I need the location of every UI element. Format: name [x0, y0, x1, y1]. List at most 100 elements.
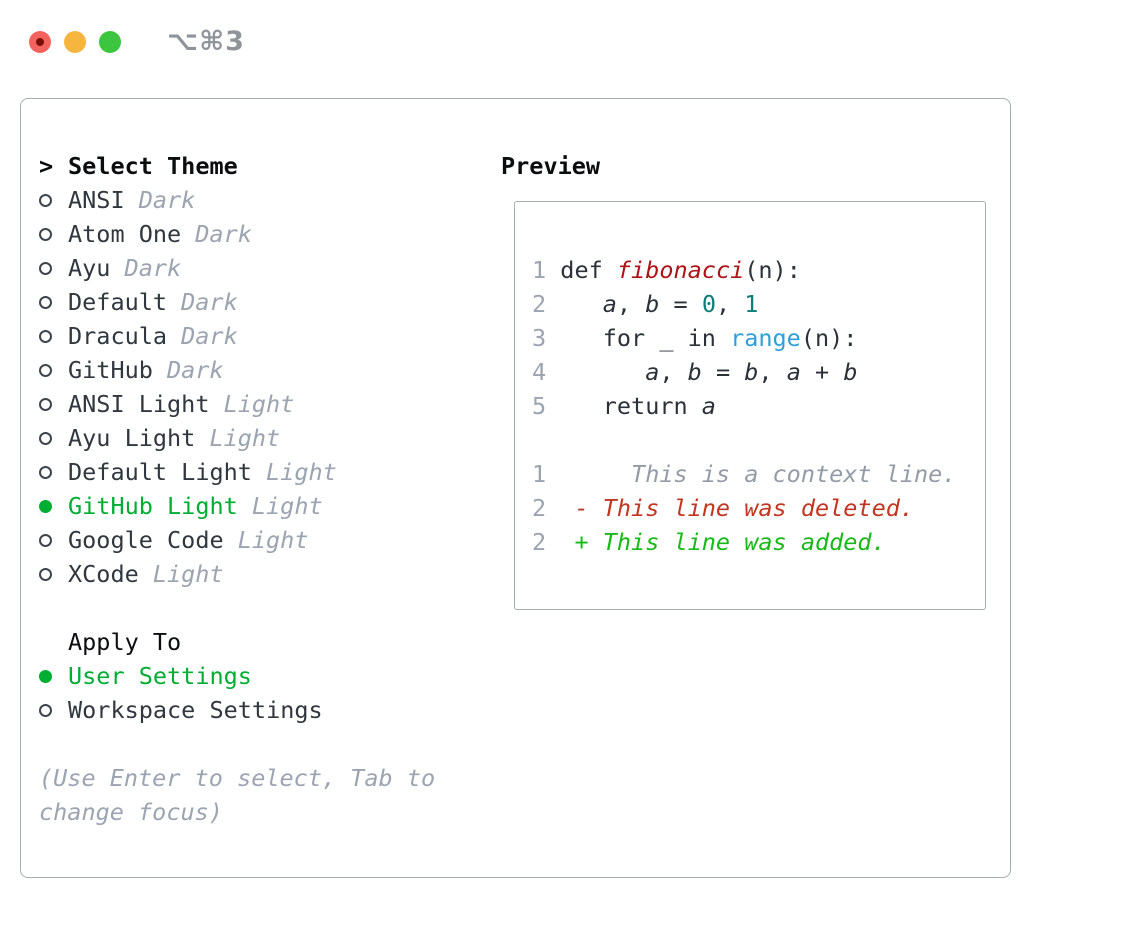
code-token: b [687, 358, 702, 386]
code-token: a [701, 392, 716, 420]
variant-label: Dark [124, 254, 182, 282]
theme-option-default-light-light[interactable]: Default Light Light [39, 455, 469, 489]
line-number: 3 [532, 324, 547, 352]
code-line [532, 423, 985, 457]
variant-label: Dark [166, 356, 224, 384]
code-line: 3 for _ in range(n): [532, 321, 985, 355]
code-token: = [701, 358, 745, 386]
code-token [546, 494, 574, 522]
radio-icon [39, 669, 52, 683]
caret-icon: > [39, 152, 54, 180]
option-label: Google Code [68, 526, 224, 554]
apply-to-header: Apply To [39, 625, 469, 659]
code-line: 2 + This line was added. [532, 525, 985, 559]
radio-icon [39, 465, 52, 479]
theme-option-ansi-dark[interactable]: ANSI Dark [39, 183, 469, 217]
radio-icon [39, 703, 52, 717]
code-token: , [659, 358, 688, 386]
radio-icon [39, 397, 52, 411]
theme-option-dracula-dark[interactable]: Dracula Dark [39, 319, 469, 353]
code-line: 4 a, b = b, a + b [532, 355, 985, 389]
code-line: 1 def fibonacci(n): [532, 253, 985, 287]
radio-icon [39, 499, 52, 513]
code-token: , [616, 290, 646, 318]
code-line: 1 This is a context line. [532, 457, 985, 491]
radio-icon [39, 193, 52, 207]
theme-option-ayu-dark[interactable]: Ayu Dark [39, 251, 469, 285]
variant-label: Light [209, 424, 281, 452]
radio-icon [39, 533, 52, 547]
code-token: def [546, 256, 617, 284]
line-number: 4 [532, 358, 547, 386]
variant-label: Light [266, 458, 337, 486]
code-token: (n): [800, 324, 858, 352]
record-dot-icon [36, 37, 44, 46]
option-label: Ayu [68, 254, 111, 282]
variant-label: Dark [195, 220, 252, 248]
code-token: b [744, 358, 759, 386]
theme-option-ansi-light-light[interactable]: ANSI Light Light [39, 387, 469, 421]
code-token: , [715, 290, 745, 318]
code-token: fibonacci [616, 256, 745, 284]
code-token: a [786, 358, 801, 386]
option-label: ANSI [68, 186, 125, 214]
line-number: 2 [532, 290, 547, 318]
code-token: , [758, 358, 787, 386]
radio-icon [39, 567, 52, 581]
option-label: XCode [68, 560, 139, 588]
select-theme-title: Select Theme [68, 152, 238, 180]
apply-option-user-settings[interactable]: User Settings [39, 659, 469, 693]
titlebar: ⌥⌘3 [29, 26, 245, 57]
code-line: 5 return a [532, 389, 985, 423]
option-label: Workspace Settings [68, 696, 323, 724]
code-token: = [659, 290, 702, 318]
option-label: Atom One [68, 220, 182, 248]
line-number: 5 [532, 392, 547, 420]
help-text: (Use Enter to select, Tab to change focu… [39, 764, 436, 826]
option-label: ANSI Light [68, 390, 210, 418]
code-token: a [645, 358, 660, 386]
code-token: + [800, 358, 844, 386]
zoom-button[interactable] [99, 30, 121, 53]
traffic-lights [29, 30, 121, 53]
code-token [546, 290, 603, 318]
theme-option-google-code-light[interactable]: Google Code Light [39, 523, 469, 557]
code-token: for _ in [546, 324, 731, 352]
apply-to-title: Apply To [68, 628, 182, 656]
option-label: GitHub Light [68, 492, 238, 520]
apply-option-workspace-settings[interactable]: Workspace Settings [39, 693, 469, 727]
variant-label: Dark [138, 186, 196, 214]
code-token: a [602, 290, 617, 318]
code-token: b [843, 358, 858, 386]
option-label: Dracula [68, 322, 168, 350]
code-token [546, 528, 574, 556]
variant-label: Light [223, 390, 295, 418]
close-button[interactable] [29, 30, 51, 53]
minimize-button[interactable] [64, 30, 86, 53]
option-label: Default Light [68, 458, 252, 486]
select-theme-header: > Select Theme [39, 149, 469, 183]
code-token: - This line was deleted. [574, 494, 915, 522]
line-number: 2 [532, 528, 547, 556]
code-token: return [546, 392, 702, 420]
theme-option-atom-one-dark[interactable]: Atom One Dark [39, 217, 469, 251]
line-number: 1 [532, 460, 547, 488]
variant-label: Dark [181, 322, 238, 350]
variant-label: Light [237, 526, 309, 554]
line-number: 2 [532, 494, 547, 522]
code-token: This is a context line. [546, 460, 957, 488]
code-token: (n): [744, 256, 801, 284]
